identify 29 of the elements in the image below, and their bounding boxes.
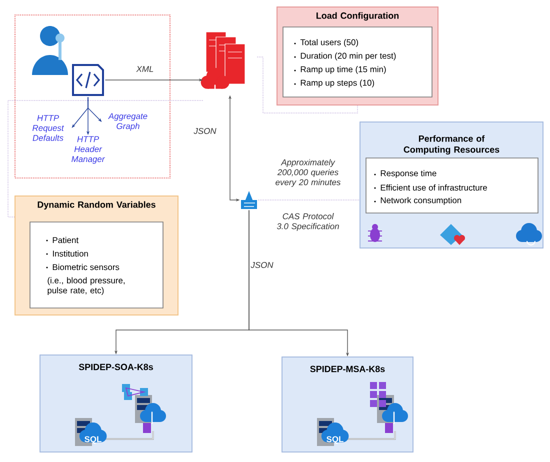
panel-heading: Dynamic Random Variables: [38, 201, 156, 210]
panel-heading: Load Configuration: [316, 12, 399, 21]
connector: [8, 100, 204, 218]
edge-label: Approximately 200,000 queries every 20 minutes: [276, 159, 341, 187]
list-item: Network consumption: [374, 197, 462, 205]
code-file-icon: [72, 64, 104, 96]
note-text: (i.e., blood pressure, pulse rate, etc): [48, 277, 125, 296]
database-label: SQL: [326, 436, 344, 444]
list-item: Institution: [46, 250, 88, 257]
database-label: SQL: [84, 436, 102, 444]
list-item: Efficient use of infrastructure: [374, 184, 487, 191]
component-label: Aggregate Graph: [108, 113, 148, 131]
list-item: Duration (20 min per test): [294, 52, 396, 60]
connector: [256, 56, 358, 114]
spec-label: CAS Protocol 3.0 Specification: [276, 213, 339, 231]
edge-label: XML: [136, 66, 154, 72]
list-item: Total users (50): [294, 39, 358, 47]
component-label: HTTP Request Defaults: [32, 115, 64, 141]
list-item: Ramp up time (15 min): [294, 66, 386, 74]
dotted-frame: [14, 14, 170, 178]
list-item: Response time: [374, 170, 436, 178]
edge-label: JSON: [194, 128, 216, 134]
edge-label: JSON: [250, 262, 274, 268]
list-item: Patient: [46, 236, 78, 244]
panel-heading: Performance of Computing Resources: [404, 135, 500, 155]
list-item: Biometric sensors: [46, 264, 120, 270]
component-label: HTTP Header Manager: [72, 136, 105, 164]
gateway-icon: [241, 191, 257, 209]
list-item: Ramp up steps (10): [294, 80, 374, 88]
